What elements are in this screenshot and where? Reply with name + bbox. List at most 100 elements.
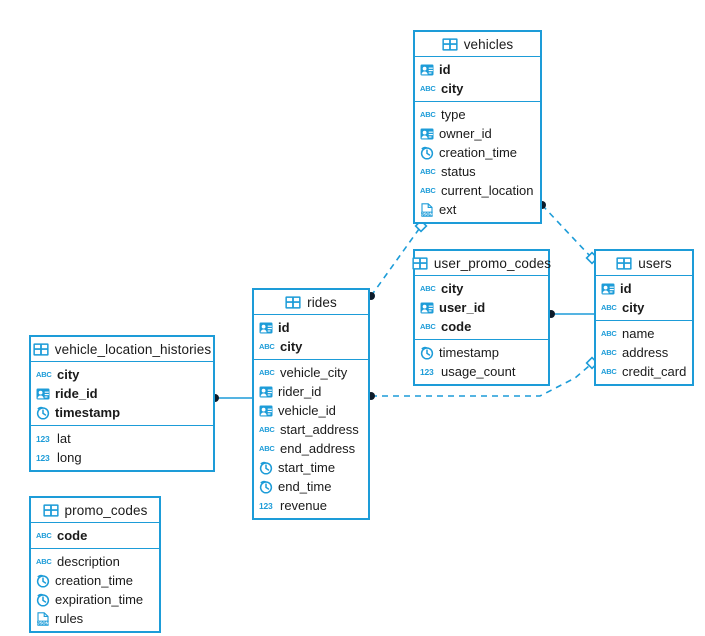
table-header[interactable]: vehicles: [415, 32, 540, 57]
abc-text-icon: ABC: [420, 321, 436, 331]
column-field[interactable]: timestamp: [415, 343, 548, 362]
field-name: expiration_time: [55, 592, 144, 607]
column-field[interactable]: start_time: [254, 458, 368, 477]
field-name: creation_time: [55, 573, 134, 588]
clock-icon: [420, 346, 434, 360]
column-field[interactable]: expiration_time: [31, 590, 159, 609]
field-name: end_time: [278, 479, 332, 494]
column-field[interactable]: vehicle_id: [254, 401, 368, 420]
abc-text-icon: ABC: [259, 341, 275, 351]
relationship-user-promo-codes-to-users[interactable]: [547, 310, 594, 318]
id-badge-icon: [420, 63, 434, 77]
table-header[interactable]: promo_codes: [31, 498, 159, 523]
table-grid-icon: [412, 256, 428, 270]
table-name: rides: [307, 294, 337, 310]
field-name: creation_time: [439, 145, 518, 160]
primary-key-field[interactable]: id: [254, 318, 368, 337]
field-name: description: [57, 554, 120, 569]
field-name: long: [57, 450, 82, 465]
abc-text-icon: ABC: [601, 328, 617, 338]
id-badge-icon: [420, 127, 434, 141]
field-name: id: [439, 62, 451, 77]
field-name: type: [441, 107, 466, 122]
field-name: city: [441, 281, 464, 296]
field-name: vehicle_id: [278, 403, 336, 418]
primary-key-field[interactable]: ABC city: [254, 337, 368, 356]
field-name: current_location: [441, 183, 534, 198]
clock-icon: [36, 406, 50, 420]
id-badge-icon: [420, 301, 434, 315]
abc-text-icon: ABC: [420, 166, 436, 176]
primary-key-field[interactable]: ride_id: [31, 384, 213, 403]
field-name: city: [57, 367, 80, 382]
column-field[interactable]: 123 revenue: [254, 496, 368, 515]
123-number-icon: 123: [259, 500, 273, 511]
field-name: revenue: [280, 498, 327, 513]
field-name: ride_id: [55, 386, 98, 401]
id-badge-icon: [259, 385, 273, 399]
column-section: timestamp 123 usage_count: [415, 340, 548, 384]
table-header[interactable]: vehicle_location_histories: [31, 337, 213, 362]
field-name: timestamp: [55, 405, 121, 420]
relationship-vehicle-location-histories-to-rides[interactable]: [211, 394, 252, 402]
column-field[interactable]: creation_time: [31, 571, 159, 590]
primary-key-field[interactable]: timestamp: [31, 403, 213, 422]
column-field[interactable]: 123 usage_count: [415, 362, 548, 381]
column-field[interactable]: rider_id: [254, 382, 368, 401]
field-name: credit_card: [622, 364, 687, 379]
field-name: lat: [57, 431, 71, 446]
table-grid-icon: [442, 37, 458, 51]
primary-key-field[interactable]: user_id: [415, 298, 548, 317]
field-name: vehicle_city: [280, 365, 348, 380]
table-header[interactable]: users: [596, 251, 692, 276]
column-field[interactable]: creation_time: [415, 143, 540, 162]
svg-text:JSON: JSON: [421, 211, 432, 216]
abc-text-icon: ABC: [259, 443, 275, 453]
column-field[interactable]: owner_id: [415, 124, 540, 143]
field-name: usage_count: [441, 364, 516, 379]
table-grid-icon: [42, 503, 59, 517]
table-grid-icon: [33, 342, 49, 356]
primary-key-field[interactable]: id: [596, 279, 692, 298]
field-name: code: [57, 528, 88, 543]
table-header[interactable]: user_promo_codes: [412, 251, 551, 276]
id-badge-icon: [259, 321, 273, 335]
123-number-icon: 123: [420, 366, 434, 377]
field-name: city: [280, 339, 303, 354]
primary-key-field[interactable]: id: [415, 60, 540, 79]
json-document-icon: JSON: [36, 611, 50, 626]
table-name: users: [638, 255, 672, 271]
table-header[interactable]: rides: [254, 290, 368, 315]
column-field[interactable]: end_time: [254, 477, 368, 496]
